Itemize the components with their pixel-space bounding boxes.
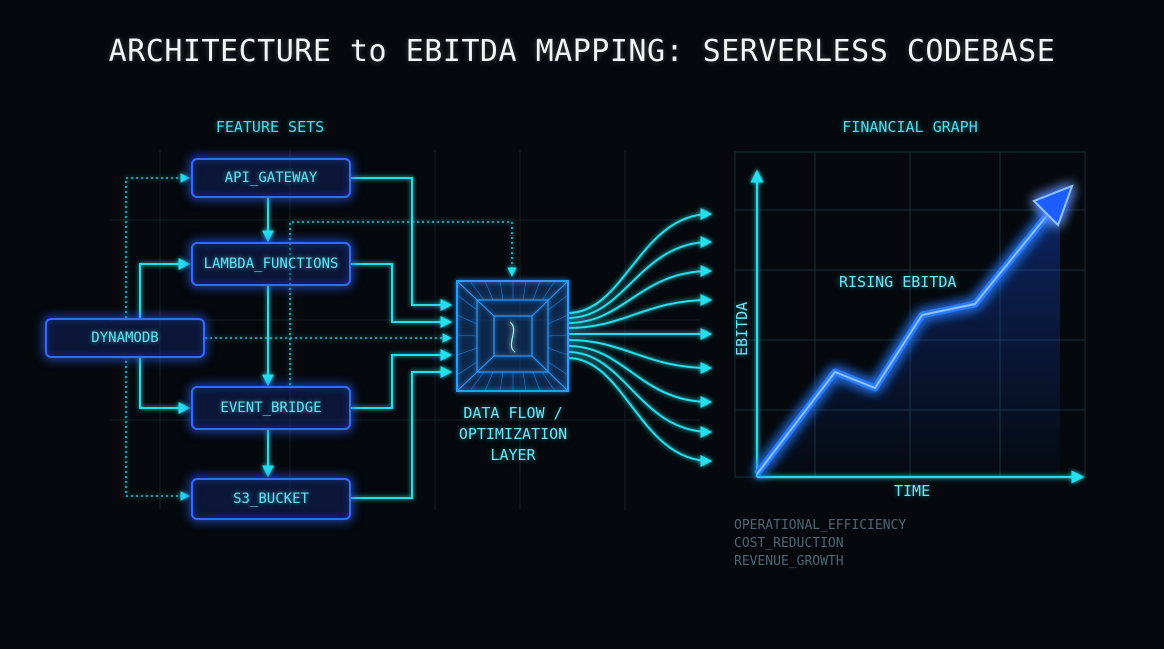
- metric-item: COST_REDUCTION: [734, 536, 844, 551]
- metric-item: REVENUE_GROWTH: [734, 554, 844, 569]
- metric-item: OPERATIONAL_EFFICIENCY: [734, 518, 907, 533]
- solid-connectors: [139, 177, 453, 499]
- financial-graph-label: FINANCIAL GRAPH: [842, 118, 978, 136]
- feature-sets-label: FEATURE SETS: [215, 118, 325, 136]
- node-lambda-functions: LAMBDA_FUNCTIONS: [191, 242, 351, 286]
- node-dynamodb: DYNAMODB: [45, 318, 205, 358]
- optimization-layer-label: DATA FLOW / OPTIMIZATION LAYER: [432, 403, 594, 466]
- layer-label-line2: OPTIMIZATION: [458, 425, 568, 443]
- ebitda-trend: [754, 184, 1074, 477]
- node-api-gateway: API_GATEWAY: [191, 158, 351, 198]
- layer-label-line3: LAYER: [490, 446, 536, 464]
- fanout-curves: [567, 208, 713, 467]
- graph-x-axis-label: TIME: [894, 482, 931, 500]
- rising-ebitda-annotation: RISING EBITDA: [839, 273, 957, 291]
- page-title: ARCHITECTURE to EBITDA MAPPING: SERVERLE…: [108, 34, 1056, 69]
- dotted-connectors: [125, 173, 517, 501]
- optimization-layer-graphic: [456, 280, 569, 392]
- node-s3-bucket: S3_BUCKET: [191, 478, 351, 520]
- left-grid: [110, 150, 700, 510]
- graph-y-axis-label: EBITDA: [733, 301, 751, 356]
- layer-label-line1: DATA FLOW /: [463, 404, 563, 422]
- node-event-bridge: EVENT_BRIDGE: [191, 386, 351, 430]
